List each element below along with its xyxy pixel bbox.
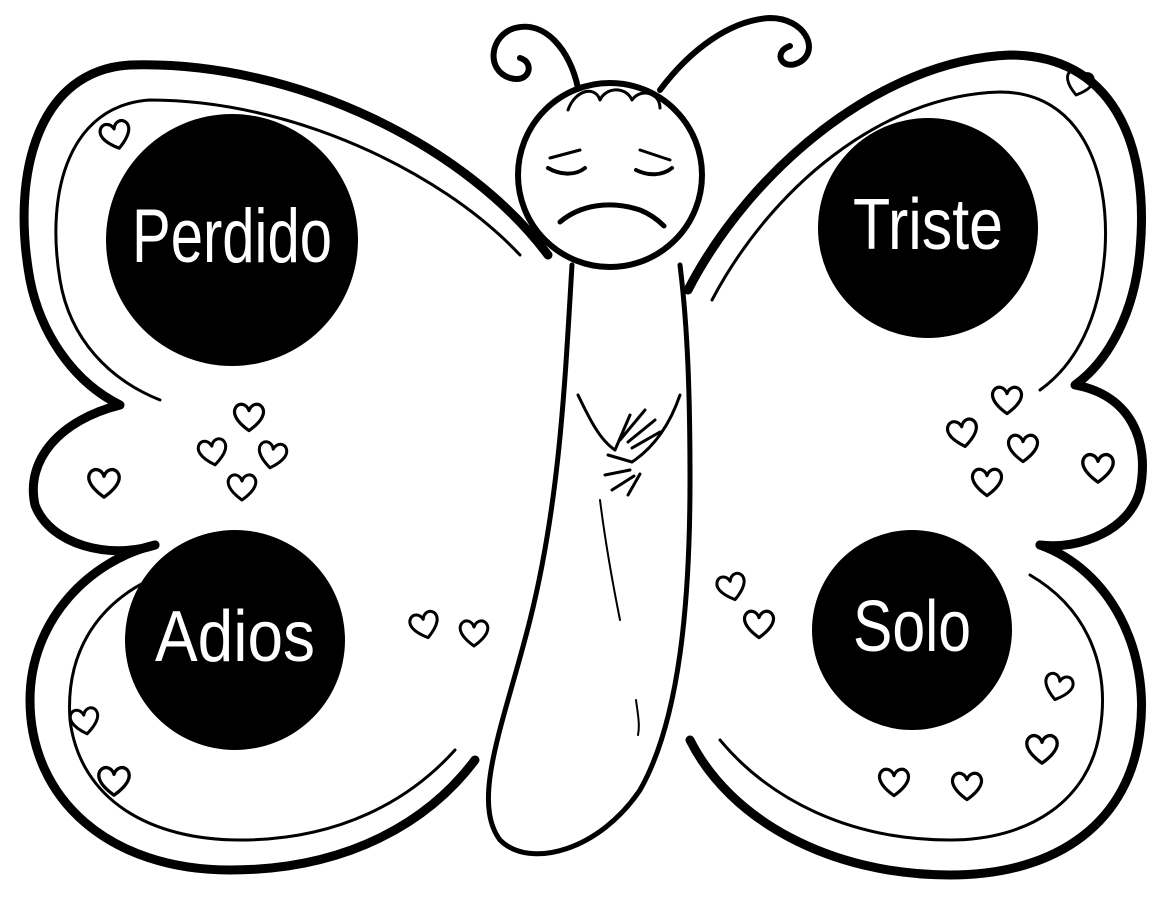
solo-circle (812, 530, 1012, 730)
perdido-circle (106, 114, 358, 366)
perdido-label: Perdido (132, 194, 332, 279)
left-wings (19, 60, 553, 875)
adios-circle (125, 530, 345, 750)
heart-icon (87, 467, 121, 499)
heart-icon (1040, 670, 1077, 705)
heart-icon (254, 439, 290, 472)
heart-icon (1025, 733, 1059, 765)
heart-icon (96, 117, 135, 154)
heart-icon (458, 619, 490, 648)
adios-label: Adios (155, 597, 315, 677)
heart-icon (742, 609, 776, 640)
heart-icon (944, 416, 982, 451)
left-upper-wing (19, 60, 553, 556)
right-arm (603, 393, 682, 497)
heart-icon (406, 608, 443, 643)
heart-icon (226, 473, 258, 502)
heart-icon (877, 767, 911, 798)
solo-label: Solo (853, 587, 971, 667)
right-lower-wing (685, 540, 1146, 880)
heart-icon (1006, 433, 1040, 464)
word-circle-solo: Solo (812, 530, 1012, 730)
right-antenna (657, 15, 812, 93)
left-antenna (490, 23, 581, 91)
right-upper-wing (683, 50, 1147, 551)
butterfly-body (486, 262, 693, 857)
triste-label: Triste (853, 185, 1003, 265)
left-arm (576, 393, 662, 452)
heart-icon (950, 771, 984, 802)
heart-icon (1081, 452, 1115, 484)
frown-mouth (557, 202, 667, 229)
heart-icon (713, 570, 750, 605)
right-eye (634, 166, 674, 177)
heart-icon (970, 467, 1004, 498)
heart-icon (195, 436, 231, 469)
right-wings (683, 50, 1147, 880)
heart-icon (232, 402, 266, 433)
word-circle-perdido: Perdido (106, 114, 358, 366)
triste-circle (818, 118, 1038, 338)
butterfly-head (515, 80, 705, 270)
left-eye (546, 166, 587, 176)
word-circle-adios: Adios (125, 530, 345, 750)
word-circle-triste: Triste (818, 118, 1038, 338)
heart-icon (990, 385, 1024, 416)
heart-icon (67, 705, 103, 738)
left-lower-wing (25, 540, 480, 875)
antennae (490, 15, 812, 93)
